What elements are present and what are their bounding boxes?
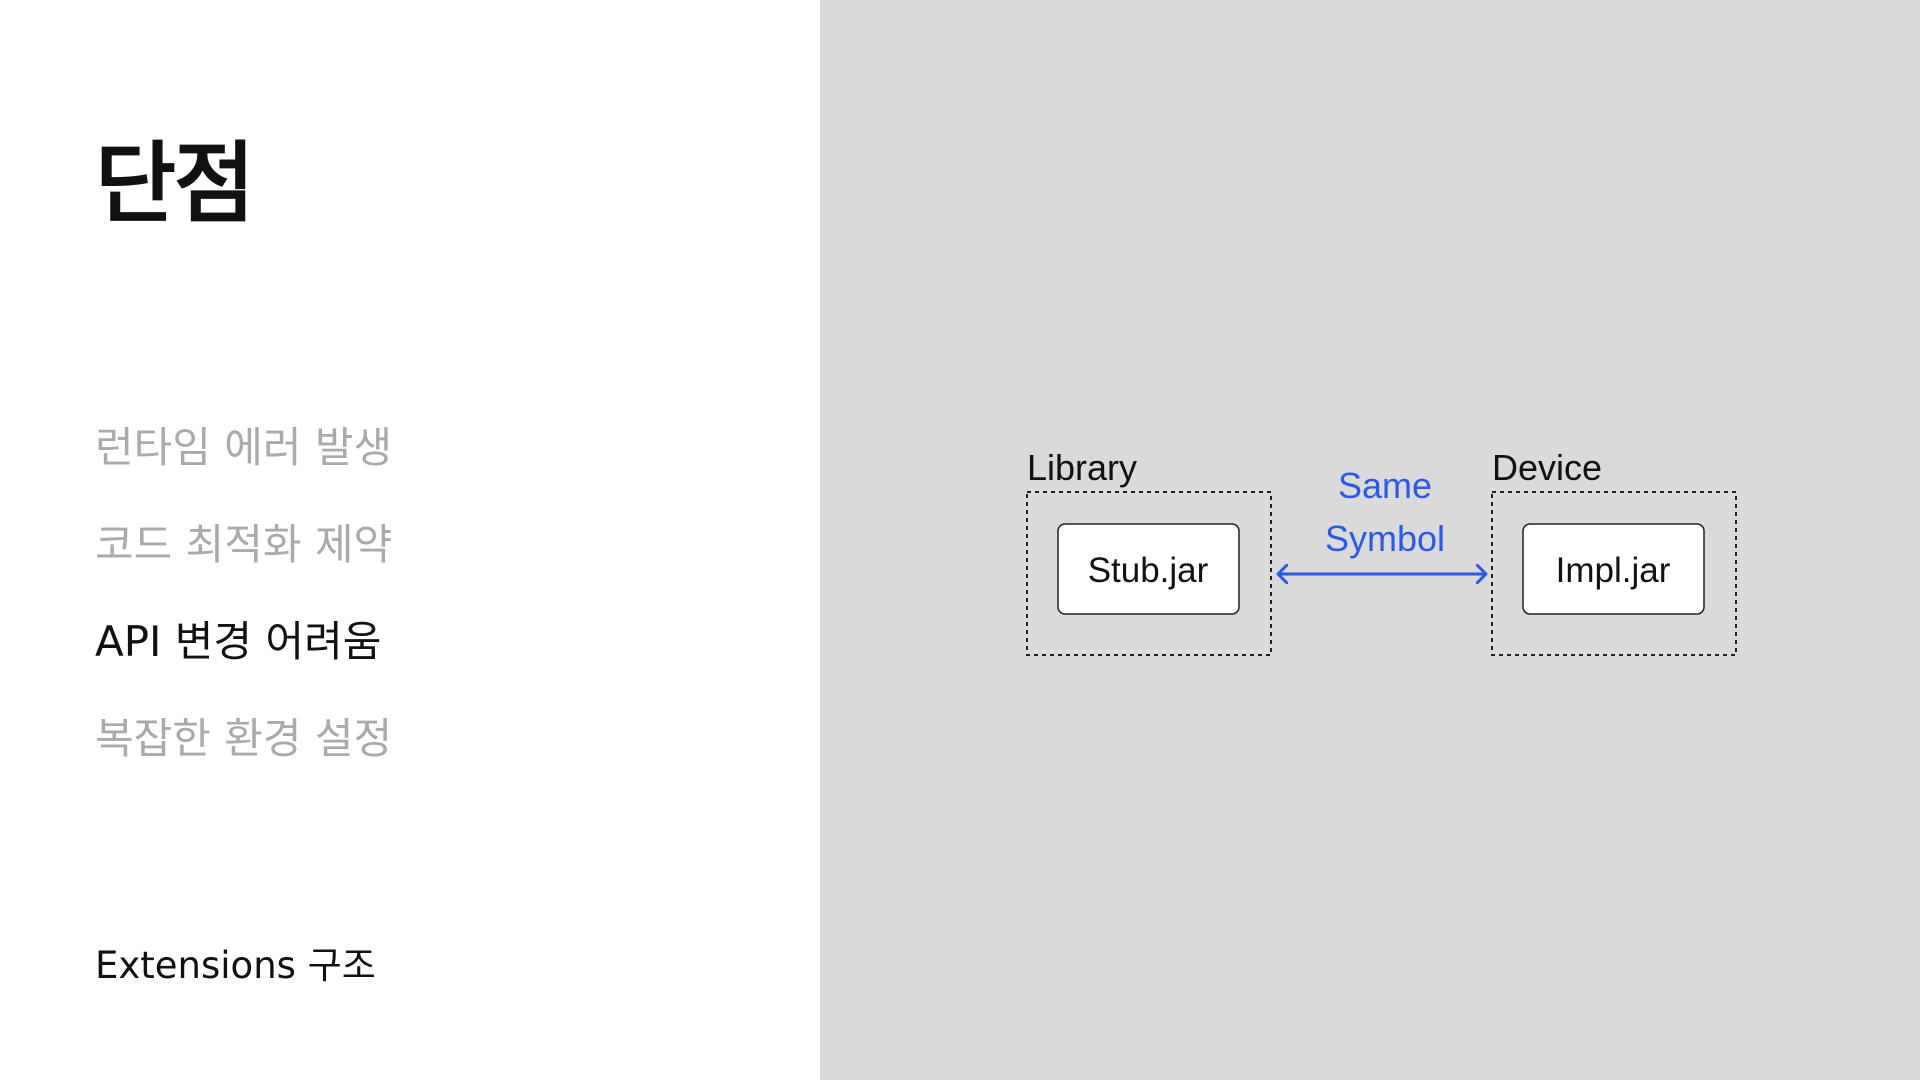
stub-jar-box: [1057, 523, 1240, 615]
slide-title: 단점: [95, 132, 255, 235]
same-symbol-label-line1: Same: [1337, 465, 1433, 506]
disadvantage-item-api-change: API 변경 어려움: [95, 617, 382, 666]
disadvantage-item-complex-setup: 복잡한 환경 설정: [95, 714, 393, 763]
same-symbol-label: Same Symbol: [1285, 459, 1485, 565]
disadvantage-item-runtime-error: 런타임 에러 발생: [95, 423, 393, 472]
library-group-boundary: [1026, 491, 1272, 656]
library-group-label: Library: [1027, 447, 1138, 488]
impl-jar-box: [1522, 523, 1705, 615]
section-footer: Extensions 구조: [95, 944, 376, 987]
device-group-label: Device: [1492, 447, 1603, 488]
disadvantage-list: 런타임 에러 발생 코드 최적화 제약 API 변경 어려움 복잡한 환경 설정: [95, 420, 392, 808]
same-symbol-label-line2: Symbol: [1324, 518, 1446, 559]
impl-jar-label: Impl.jar: [1555, 551, 1671, 590]
left-panel: [0, 0, 820, 1080]
disadvantage-item-optimization-limit: 코드 최적화 제약: [95, 520, 393, 569]
device-group-boundary: [1491, 491, 1737, 656]
stub-jar-label: Stub.jar: [1087, 551, 1209, 590]
